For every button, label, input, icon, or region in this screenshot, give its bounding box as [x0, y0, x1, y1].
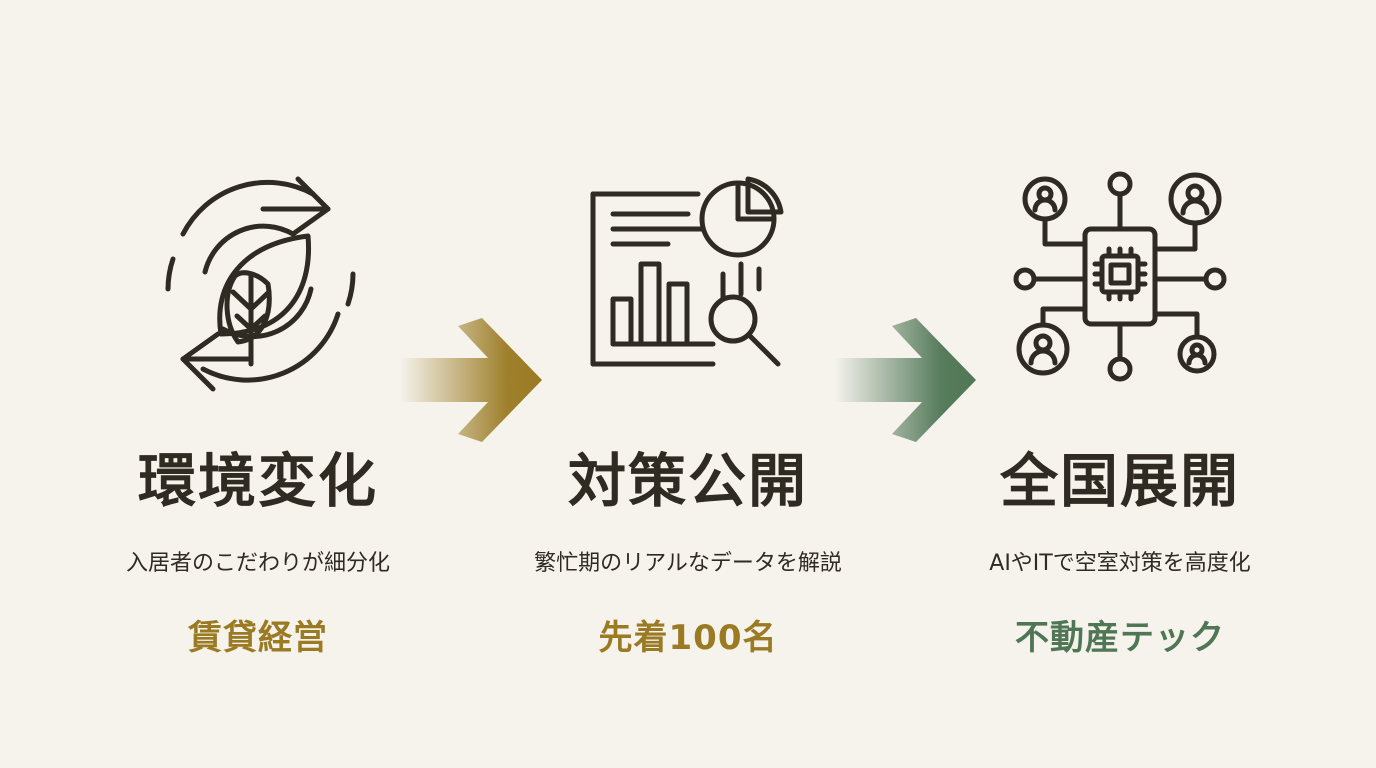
ai-network-icon [940, 164, 1300, 404]
step-nationwide-expansion: 全国展開 AIやITで空室対策を高度化 不動産テック [940, 150, 1300, 710]
arrow-right-icon [400, 318, 542, 442]
step-title: 対策公開 [567, 447, 808, 515]
step-title: 全国展開 [999, 447, 1240, 515]
step-measures-published: 対策公開 繁忙期のリアルなデータを解説 先着100名 [508, 150, 868, 710]
step-subtitle: AIやITで空室対策を高度化 [989, 551, 1251, 576]
report-analytics-icon [508, 164, 868, 404]
step-tag: 先着100名 [598, 618, 778, 658]
step-tag: 不動産テック [1015, 618, 1225, 658]
step-subtitle: 入居者のこだわりが細分化 [125, 551, 390, 576]
step-subtitle: 繁忙期のリアルなデータを解説 [534, 551, 842, 576]
recycle-leaf-icon [78, 164, 438, 404]
arrow-right-icon [834, 318, 976, 442]
step-environment-change: 環境変化 入居者のこだわりが細分化 賃貸経営 [78, 150, 438, 710]
step-tag: 賃貸経営 [188, 618, 328, 658]
step-title: 環境変化 [137, 447, 378, 515]
